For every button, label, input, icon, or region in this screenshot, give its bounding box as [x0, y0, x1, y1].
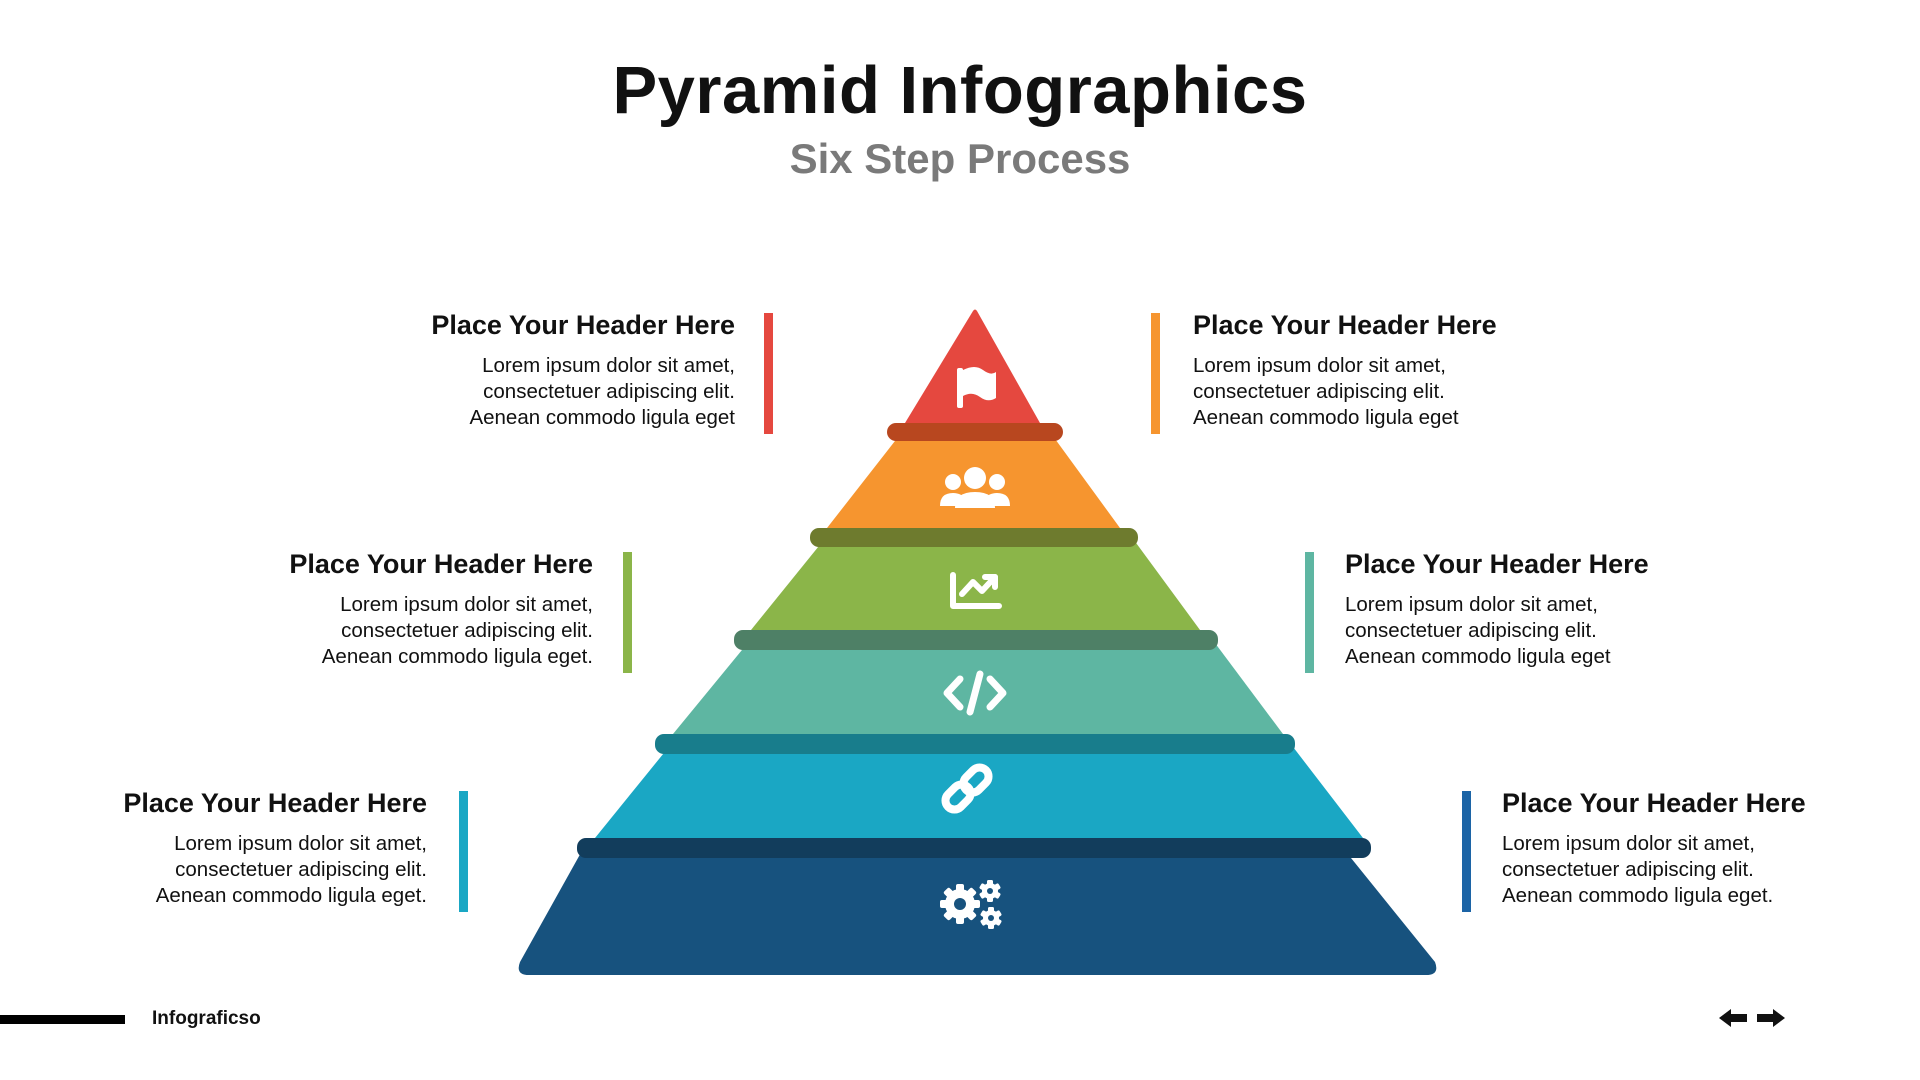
- pyramid-level-2-shadow: [810, 528, 1138, 547]
- growth-chart-icon: [950, 572, 1002, 609]
- step-block-2: Place Your Header Here Lorem ipsum dolor…: [1193, 310, 1523, 431]
- step-header: Place Your Header Here: [1502, 788, 1806, 818]
- accent-bar-2: [1151, 313, 1160, 434]
- step-block-6: Place Your Header Here Lorem ipsum dolor…: [1502, 788, 1832, 909]
- page-subtitle: Six Step Process: [789, 135, 1131, 182]
- step-description: Lorem ipsum dolor sit amet, consectetuer…: [321, 593, 593, 668]
- step-header: Place Your Header Here: [1345, 549, 1649, 579]
- accent-bar-5: [459, 791, 468, 912]
- step-description: Lorem ipsum dolor sit amet, consectetuer…: [1345, 593, 1611, 668]
- flag-icon: [957, 367, 996, 408]
- pyramid-level-4-shadow: [655, 734, 1295, 754]
- pyramid-level-3-shadow: [734, 630, 1218, 650]
- accent-bar-1: [764, 313, 773, 434]
- arrow-right-icon[interactable]: [1757, 1009, 1785, 1027]
- step-block-1: Place Your Header Here Lorem ipsum dolor…: [405, 310, 735, 431]
- link-icon: [941, 763, 993, 814]
- arrow-left-icon[interactable]: [1719, 1009, 1747, 1027]
- step-block-5: Place Your Header Here Lorem ipsum dolor…: [97, 788, 427, 909]
- pyramid-level-6: [518, 848, 1437, 975]
- step-header: Place Your Header Here: [1193, 310, 1497, 340]
- step-header: Place Your Header Here: [431, 310, 735, 340]
- step-block-3: Place Your Header Here Lorem ipsum dolor…: [263, 549, 593, 670]
- step-block-4: Place Your Header Here Lorem ipsum dolor…: [1345, 549, 1675, 670]
- accent-bar-3: [623, 552, 632, 673]
- slide-navigation: [1719, 1009, 1785, 1027]
- accent-bar-4: [1305, 552, 1314, 673]
- gears-icon: [940, 880, 1002, 929]
- step-header: Place Your Header Here: [289, 549, 593, 579]
- step-description: Lorem ipsum dolor sit amet, consectetuer…: [469, 354, 735, 429]
- pyramid-level-5-shadow: [577, 838, 1371, 858]
- code-icon: [943, 670, 1007, 716]
- pyramid-level-1: [905, 309, 1040, 423]
- step-description: Lorem ipsum dolor sit amet, consectetuer…: [1502, 832, 1774, 907]
- accent-bar-6: [1462, 791, 1471, 912]
- footer-brand: Infograficso: [152, 1008, 261, 1029]
- pyramid-level-1-shadow: [887, 423, 1063, 441]
- page-title: Pyramid Infographics: [612, 53, 1308, 128]
- footer-rule: [0, 1015, 125, 1024]
- step-description: Lorem ipsum dolor sit amet, consectetuer…: [1193, 354, 1459, 429]
- step-description: Lorem ipsum dolor sit amet, consectetuer…: [155, 832, 427, 907]
- team-icon: [940, 467, 1010, 508]
- step-header: Place Your Header Here: [123, 788, 427, 818]
